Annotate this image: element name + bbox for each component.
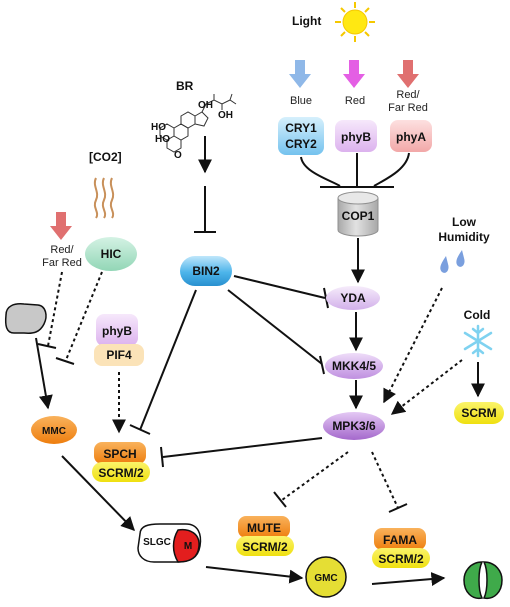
bin2-inhibits-mkk-bar (319, 355, 325, 375)
left-red-far-red-label-line2: Far Red (42, 257, 82, 269)
cry-inhibits-cop1-edge (300, 156, 341, 187)
red-far-red-label-line2: Far Red (388, 102, 428, 114)
left-red-far-red-label-line1: Red/ (50, 244, 74, 256)
mute-label: MUTE (247, 521, 281, 535)
hic-label: HIC (101, 247, 122, 261)
red-label: Red (345, 95, 365, 107)
mpk-label: MPK3/6 (332, 419, 376, 433)
water-drop-icon-1 (440, 256, 449, 273)
cold-to-mpk-edge (390, 359, 463, 415)
guard-cells-icon (463, 561, 503, 600)
hic-inhibits-edge (65, 271, 103, 361)
fama-scrm-node (372, 548, 430, 568)
phyb-top-label: phyB (341, 130, 371, 144)
yda-label: YDA (340, 291, 366, 305)
scrm-cold-node (454, 402, 504, 424)
bin2-inhibits-spch-bar (129, 424, 151, 435)
slgc-to-gmc-edge (205, 566, 304, 584)
mpk-node (323, 412, 385, 440)
humidity-to-mpk-edge (383, 287, 443, 404)
fama-label: FAMA (383, 533, 417, 547)
cry-node (278, 117, 324, 155)
fama-scrm-label: SCRM/2 (378, 552, 424, 566)
red-far-red-arrow-icon (397, 60, 419, 88)
hic-inhibits-bar (55, 357, 75, 365)
bin2-label: BIN2 (192, 264, 220, 278)
mpk-inhibits-spch-edge (162, 437, 323, 458)
mmc-to-slgc-edge (61, 455, 135, 532)
snowflake-icon (463, 324, 493, 358)
red-far-red-inhibits-edge (47, 271, 63, 347)
low-humidity-label-line2: Humidity (438, 230, 490, 244)
phyb-left-node (96, 314, 138, 346)
low-humidity-label-line1: Low (452, 215, 477, 229)
pavement-to-mmc-edge (35, 337, 53, 410)
br-ho-1: HO (151, 122, 166, 133)
spch-label: SPCH (103, 447, 136, 461)
bin2-inhibits-yda-edge (233, 275, 326, 299)
water-drop-icon-2 (456, 250, 465, 267)
red-far-red-inhibits-bar (37, 343, 57, 349)
mute-scrm-node (236, 536, 294, 556)
pif4-label: PIF4 (106, 348, 132, 362)
gmc-to-guard-cells-edge (371, 572, 446, 587)
red-light-arrow-icon (343, 60, 365, 88)
phya-inhibits-cop1-edge (373, 152, 410, 187)
mpk-inhibits-spch-bar (160, 446, 164, 468)
phyb-top-node (335, 120, 377, 152)
cop1-label: COP1 (342, 209, 375, 223)
br-oh-1: OH (198, 100, 213, 111)
slgc-cell-icon (137, 523, 202, 563)
co2-label: [CO2] (89, 150, 122, 164)
cry1-label: CRY1 (285, 121, 317, 135)
pif4-node (94, 344, 144, 366)
left-red-far-red-arrow-icon (50, 212, 72, 240)
blue-label: Blue (290, 95, 312, 107)
pavement-cell-icon (4, 303, 47, 334)
mute-scrm-label: SCRM/2 (242, 540, 288, 554)
br-oh-2: OH (218, 110, 233, 121)
mpk-inhibits-mute-edge (281, 451, 349, 501)
cop1-node (337, 191, 379, 237)
yda-node (326, 286, 380, 310)
red-far-red-label-line1: Red/ (396, 89, 420, 101)
mute-node (238, 516, 290, 538)
spch-scrm-node (92, 462, 150, 482)
fama-node (374, 528, 426, 550)
bin2-node (180, 256, 232, 286)
br-ho-2: HO (155, 134, 170, 145)
phya-node (390, 120, 432, 152)
light-label: Light (292, 14, 321, 28)
mmc-label: MMC (42, 426, 66, 437)
gmc-label: GMC (314, 573, 337, 584)
phya-label: phyA (396, 130, 426, 144)
bin2-inhibits-mkk-edge (227, 289, 323, 365)
cold-label: Cold (464, 308, 491, 322)
co2-wave-icon (93, 177, 115, 219)
slgc-label: SLGC (143, 537, 171, 548)
spch-node (94, 442, 146, 464)
mkk-node (325, 353, 383, 379)
br-o: O (174, 150, 182, 161)
gmc-node (305, 556, 347, 598)
br-label: BR (176, 79, 194, 93)
sun-icon (335, 2, 375, 42)
cry2-label: CRY2 (285, 137, 317, 151)
mpk-inhibits-fama-bar (388, 503, 408, 513)
hic-node (85, 237, 137, 271)
slgc-m-label: M (184, 541, 192, 552)
mkk-label: MKK4/5 (332, 359, 376, 373)
blue-light-arrow-icon (289, 60, 311, 88)
brassinosteroid-structure-icon (159, 93, 237, 153)
bin2-inhibits-spch-edge (139, 289, 197, 431)
mpk-inhibits-fama-edge (371, 451, 399, 509)
spch-scrm-label: SCRM/2 (98, 466, 144, 480)
mmc-node (31, 416, 77, 444)
scrm-cold-label: SCRM (461, 406, 496, 420)
mpk-inhibits-mute-bar (273, 491, 287, 508)
phyb-left-label: phyB (102, 324, 132, 338)
